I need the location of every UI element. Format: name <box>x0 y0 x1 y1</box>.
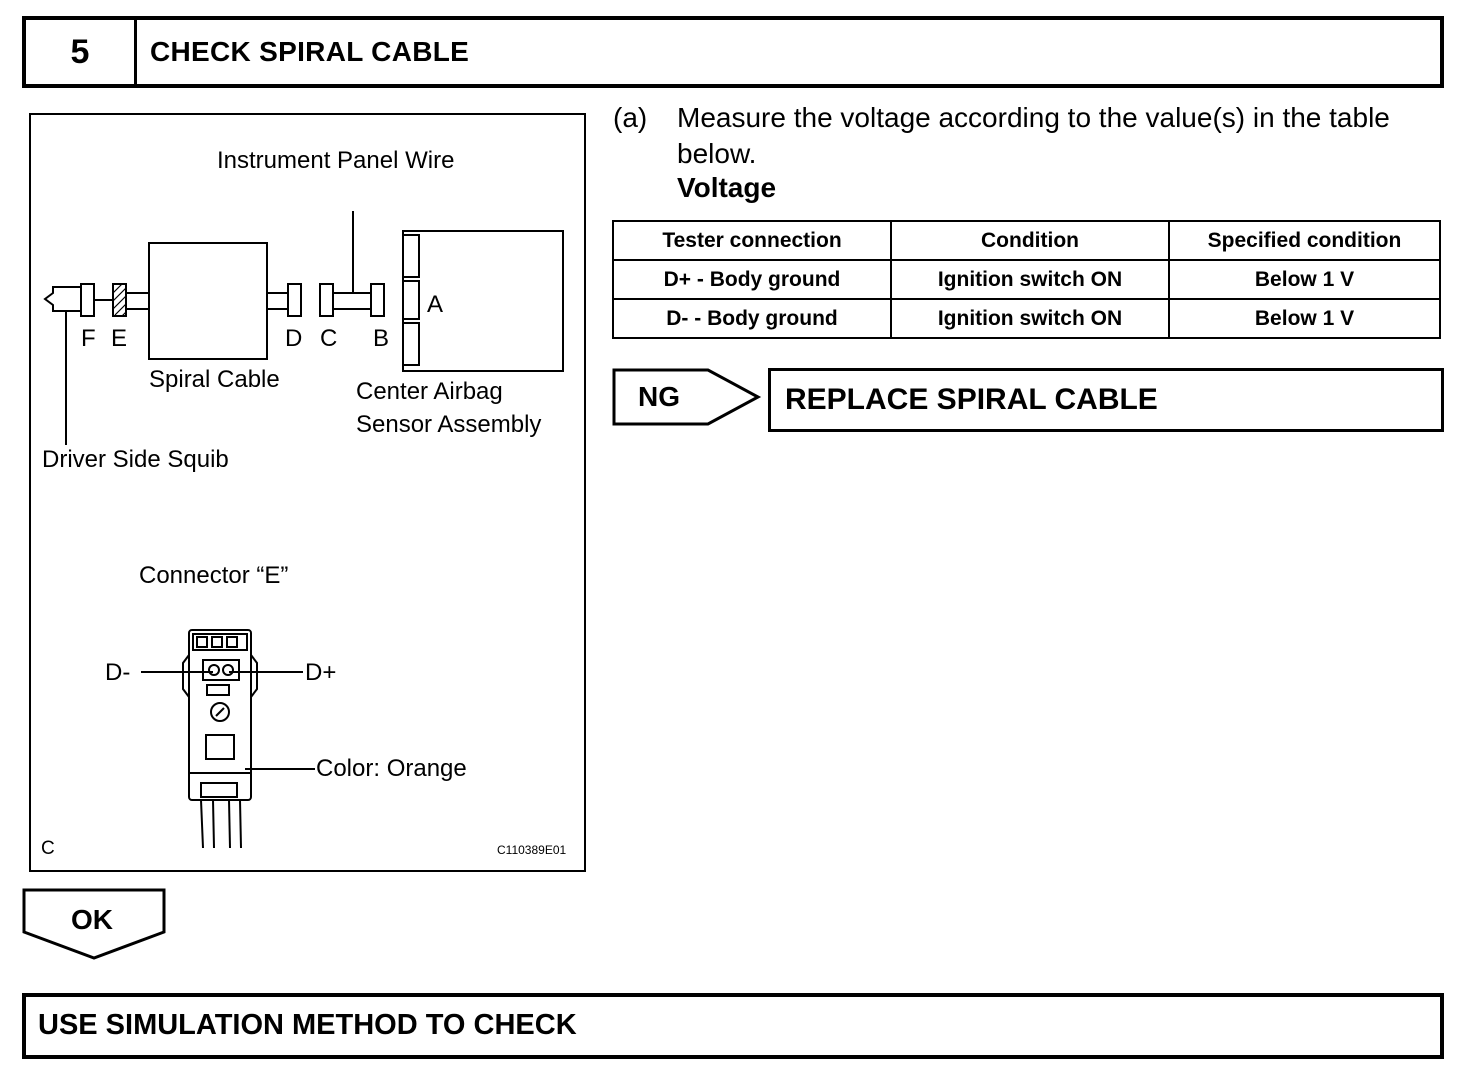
label-color-note: Color: Orange <box>316 755 467 782</box>
wiring-figure: Instrument Panel Wire F E D C B A Spiral… <box>29 113 586 872</box>
connector-e-detail <box>141 629 315 849</box>
label-driver-side-squib: Driver Side Squib <box>42 446 229 473</box>
table-cell: Below 1 V <box>1168 298 1441 339</box>
label-center-airbag-line1: Center Airbag <box>356 378 503 405</box>
label-center-airbag-line2: Sensor Assembly <box>356 411 542 438</box>
table-row: D+ - Body ground Ignition switch ON Belo… <box>612 259 1441 300</box>
table-header-cell: Tester connection <box>612 220 892 261</box>
ok-arrow-icon <box>22 888 166 960</box>
table-cell: D- - Body ground <box>612 298 892 339</box>
connector-d-shape <box>287 283 302 317</box>
squib-plug-shape <box>43 286 82 312</box>
label-spiral-cable: Spiral Cable <box>149 366 280 393</box>
label-connector-e-title: Connector “E” <box>139 562 289 589</box>
step-title: CHECK SPIRAL CABLE <box>150 36 470 67</box>
figure-code: C110389E01 <box>497 843 567 857</box>
table-cell: Ignition switch ON <box>890 259 1170 300</box>
label-d-plus: D+ <box>305 659 337 686</box>
ng-result-text: REPLACE SPIRAL CABLE <box>785 383 1158 416</box>
ok-result-text: USE SIMULATION METHOD TO CHECK <box>38 1009 577 1041</box>
label-figure-corner: C <box>41 838 55 859</box>
label-connector-a: A <box>427 291 444 318</box>
table-header-cell: Specified condition <box>1168 220 1441 261</box>
connector-e-shape <box>112 283 127 317</box>
table-cell: Ignition switch ON <box>890 298 1170 339</box>
instruction-marker: (a) <box>613 102 648 133</box>
ng-arrow-icon <box>612 368 762 426</box>
step-number: 5 <box>26 20 137 84</box>
label-connector-f: F <box>81 325 96 352</box>
label-connector-b: B <box>373 325 390 352</box>
label-connector-d: D <box>285 325 303 352</box>
connector-c-shape <box>319 283 334 317</box>
label-connector-c: C <box>320 325 338 352</box>
ok-result-box: USE SIMULATION METHOD TO CHECK <box>22 993 1444 1059</box>
ng-result-box: REPLACE SPIRAL CABLE <box>768 368 1444 432</box>
table-row: D- - Body ground Ignition switch ON Belo… <box>612 298 1441 339</box>
step-header: 5 CHECK SPIRAL CABLE <box>22 16 1444 88</box>
wiring-diagram <box>43 211 564 849</box>
label-connector-e: E <box>111 325 128 352</box>
instruction-text: Measure the voltage according to the val… <box>677 102 1390 169</box>
ok-label: OK <box>71 904 113 935</box>
label-d-minus: D- <box>105 659 131 686</box>
table-header-row: Tester connection Condition Specified co… <box>612 220 1441 261</box>
voltage-spec-table: Tester connection Condition Specified co… <box>612 220 1441 339</box>
label-instrument-panel-wire: Instrument Panel Wire <box>217 147 455 174</box>
voltage-heading: Voltage <box>677 172 777 203</box>
spiral-cable-shape <box>148 242 268 360</box>
connector-f-shape <box>80 283 95 317</box>
table-cell: D+ - Body ground <box>612 259 892 300</box>
table-header-cell: Condition <box>890 220 1170 261</box>
ng-label: NG <box>638 381 680 412</box>
connector-b-shape <box>370 283 385 317</box>
table-cell: Below 1 V <box>1168 259 1441 300</box>
